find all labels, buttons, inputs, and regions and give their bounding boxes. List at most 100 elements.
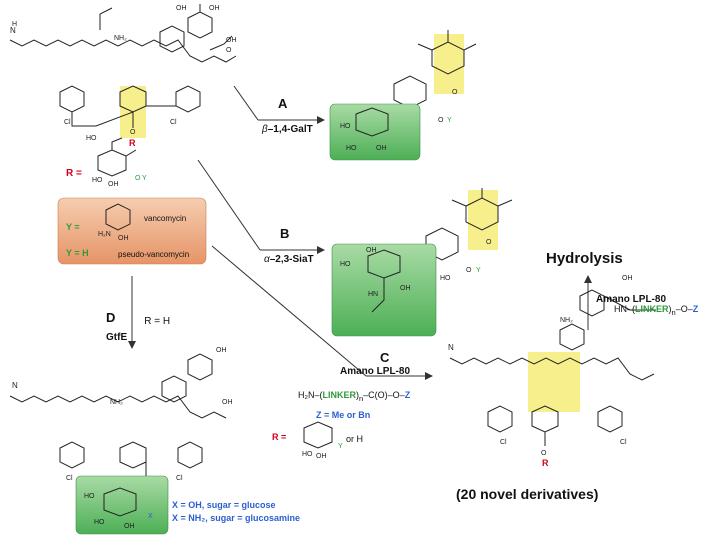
arrow-c <box>211 245 367 377</box>
vancosamine-ring <box>105 203 131 231</box>
svg-text:N: N <box>448 343 454 352</box>
r-equals-text: R = <box>66 168 82 179</box>
linker-n: n <box>359 393 364 403</box>
svg-text:HO: HO <box>94 519 105 526</box>
vancomycin-structure <box>9 4 237 138</box>
galactose-box <box>329 103 421 161</box>
reaction-b-name: –2,3-SiaT <box>269 254 314 265</box>
reaction-c-letter: C <box>380 350 390 365</box>
linker-text-2: LINKER <box>635 304 669 314</box>
vancomycin-label: vancomycin <box>144 214 187 223</box>
svg-text:O: O <box>452 89 458 96</box>
reaction-b-greek: α <box>264 254 270 265</box>
svg-text:Y: Y <box>338 443 343 450</box>
linker-text: LINKER <box>322 390 357 400</box>
svg-text:Cl: Cl <box>620 439 627 446</box>
svg-text:H: H <box>12 21 17 28</box>
svg-text:OH: OH <box>622 275 633 282</box>
product-d-structure <box>9 353 227 480</box>
arrow-b <box>197 159 261 251</box>
svg-text:HN: HN <box>368 291 378 298</box>
svg-text:OH: OH <box>400 285 411 292</box>
svg-text:OH: OH <box>366 247 377 254</box>
y-pseudo-label: Y = H <box>66 248 89 258</box>
svg-text:OH: OH <box>176 5 187 12</box>
derivative-structure <box>449 289 656 446</box>
z-definition: Z = Me or Bn <box>316 410 371 420</box>
derivative-linker: HN–(LINKER)n–O–Z <box>614 304 699 317</box>
pseudo-vancomycin-label: pseudo-vancomycin <box>118 250 190 259</box>
y-substituent-box <box>57 197 207 265</box>
svg-text:HO: HO <box>84 493 95 500</box>
reaction-a-name: –1,4-GalT <box>267 124 313 135</box>
svg-text:HO: HO <box>346 145 357 152</box>
linker-reagent: H₂N–(LINKER)n–C(O)–O–Z <box>298 390 411 403</box>
svg-text:Cl: Cl <box>176 475 183 482</box>
glucose-box <box>75 475 169 535</box>
z-group-2: Z <box>692 304 699 314</box>
reaction-b-enzyme: α–2,3-SiaT <box>264 254 314 265</box>
svg-text:Cl: Cl <box>64 119 71 126</box>
product-caption: (20 novel derivatives) <box>456 486 599 502</box>
svg-text:O: O <box>541 450 547 457</box>
or-h-label: or H <box>346 434 364 444</box>
svg-text:O: O <box>466 267 472 274</box>
r-definition: R = <box>272 432 287 442</box>
reaction-d-enzyme: GtfE <box>106 332 128 343</box>
r-substituent-label: R <box>129 138 136 148</box>
svg-text:O: O <box>130 129 136 136</box>
svg-text:OH: OH <box>124 523 135 530</box>
svg-text:OH: OH <box>209 5 220 12</box>
svg-text:N: N <box>10 26 16 35</box>
svg-text:Cl: Cl <box>170 119 177 126</box>
svg-text:O: O <box>486 239 492 246</box>
svg-text:O: O <box>135 175 141 182</box>
svg-text:X: X <box>148 513 153 520</box>
svg-text:OH: OH <box>118 235 129 242</box>
svg-text:Y: Y <box>142 175 147 182</box>
svg-text:Y: Y <box>476 267 481 274</box>
z-group: Z <box>404 390 411 400</box>
svg-text:OH: OH <box>216 347 227 354</box>
svg-text:OH: OH <box>226 37 237 44</box>
svg-text:N: N <box>12 381 18 390</box>
reaction-c-reagent: Amano LPL-80 <box>340 366 411 377</box>
reaction-a-enzyme: β–1,4-GalT <box>262 124 313 135</box>
svg-text:HO: HO <box>340 261 351 268</box>
svg-text:R: R <box>542 458 549 468</box>
r-sugar-ring <box>97 137 137 177</box>
svg-text:OH: OH <box>222 399 233 406</box>
svg-text:O: O <box>438 117 444 124</box>
arrow-a <box>233 85 259 121</box>
linker-n-2: n <box>671 307 676 317</box>
svg-text:Y: Y <box>447 117 452 124</box>
y-vanco-label: Y = <box>66 222 80 232</box>
reaction-a-letter: A <box>278 96 288 111</box>
r-equals-label: R = <box>66 168 82 179</box>
svg-text:HO: HO <box>92 177 103 184</box>
svg-text:NH₂: NH₂ <box>110 399 123 406</box>
svg-text:HO: HO <box>302 451 313 458</box>
svg-text:NH₂: NH₂ <box>560 317 573 324</box>
reaction-a-greek: β <box>262 124 268 135</box>
svg-text:Cl: Cl <box>66 475 73 482</box>
hydrolysis-title: Hydrolysis <box>546 250 623 267</box>
svg-text:O: O <box>226 47 232 54</box>
hydrolysis-reagent: Amano LPL-80 <box>596 294 667 305</box>
d-r-eq: R = H <box>144 316 171 327</box>
reaction-d-condition: RR = H <box>144 316 171 327</box>
svg-text:HO: HO <box>86 135 97 142</box>
svg-text:H₂N: H₂N <box>98 231 111 238</box>
svg-text:OH: OH <box>316 453 327 460</box>
svg-text:HO: HO <box>340 123 351 130</box>
svg-text:NH₂: NH₂ <box>114 35 127 42</box>
reaction-d-letter: D <box>106 310 116 325</box>
svg-text:HO: HO <box>440 275 451 282</box>
product-a-structure <box>393 30 477 109</box>
reaction-b-letter: B <box>280 226 290 241</box>
svg-text:Cl: Cl <box>500 439 507 446</box>
svg-text:OH: OH <box>376 145 387 152</box>
x-oh-label: X = OH, sugar = glucose <box>172 500 276 510</box>
svg-text:OH: OH <box>108 181 119 188</box>
